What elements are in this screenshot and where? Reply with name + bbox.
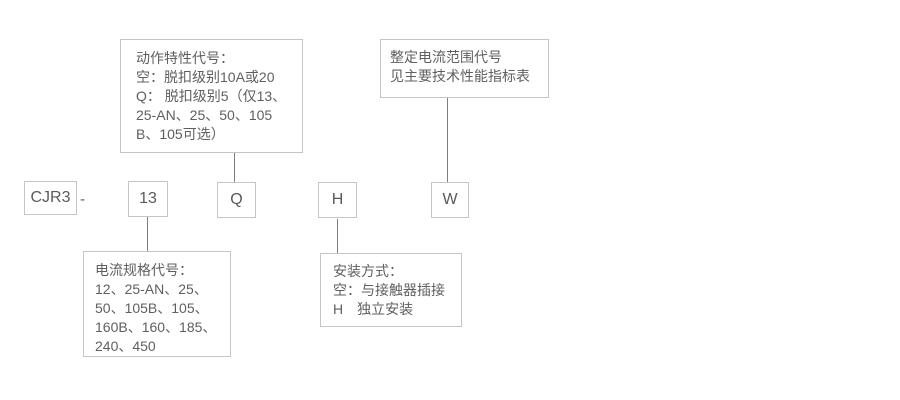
callout-text-line: 12、25-AN、25、 [95, 281, 208, 297]
connector-current-range [447, 98, 448, 182]
mounting-callout: 安装方式： 空：与接触器插接 H 独立安装 [320, 253, 462, 327]
callout-text-line: 安装方式： [333, 263, 403, 279]
connector-current-spec [147, 217, 148, 251]
action-characteristic-code-label: Q [230, 191, 243, 208]
current-range-code-label: W [442, 191, 458, 208]
callout-text-line: H 独立安装 [333, 301, 414, 317]
callout-text-line: 空：脱扣级别10A或20 [136, 69, 275, 85]
callout-text-line: 25-AN、25、50、105 [136, 107, 273, 123]
callout-text-line: 空：与接触器插接 [333, 282, 445, 298]
callout-text-line: 整定电流范围代号 [390, 49, 502, 65]
action-characteristic-code-box: Q [217, 182, 256, 218]
mounting-code-box: H [318, 182, 357, 218]
model-separator: - [80, 191, 85, 208]
callout-text-line: 电流规格代号： [95, 262, 193, 278]
callout-text-line: 160B、160、185、 [95, 319, 217, 335]
connector-mounting [337, 219, 338, 253]
connector-action-characteristic [234, 153, 235, 182]
current-range-callout: 整定电流范围代号 见主要技术性能指标表 [380, 39, 549, 98]
model-prefix-label: CJR3 [30, 189, 71, 206]
mounting-code-label: H [331, 191, 344, 208]
callout-text-line: 50、105B、105、 [95, 300, 209, 316]
current-spec-code-box: 13 [128, 181, 168, 217]
model-prefix-box: CJR3 [24, 181, 77, 215]
current-range-code-box: W [431, 182, 469, 218]
callout-text-line: B、105可选） [136, 126, 225, 142]
current-spec-callout: 电流规格代号： 12、25-AN、25、 50、105B、105、 160B、1… [83, 251, 231, 357]
callout-text-line: 240、450 [95, 338, 156, 354]
callout-text-line: 见主要技术性能指标表 [390, 68, 530, 84]
action-characteristic-callout: 动作特性代号： 空：脱扣级别10A或20 Q： 脱扣级别5（仅13、 25-AN… [120, 39, 303, 153]
current-spec-code-label: 13 [139, 190, 157, 207]
callout-text-line: 动作特性代号： [136, 50, 234, 66]
callout-text-line: Q： 脱扣级别5（仅13、 [136, 88, 287, 104]
